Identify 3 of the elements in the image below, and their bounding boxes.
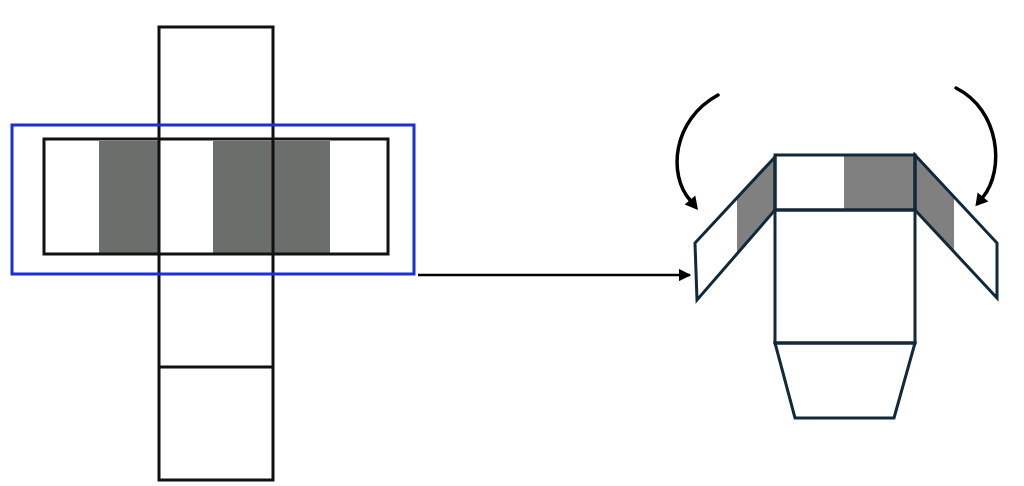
cube-net-drawing <box>10 25 416 482</box>
folded-net-drawing <box>692 152 1000 422</box>
arrow <box>418 268 692 282</box>
